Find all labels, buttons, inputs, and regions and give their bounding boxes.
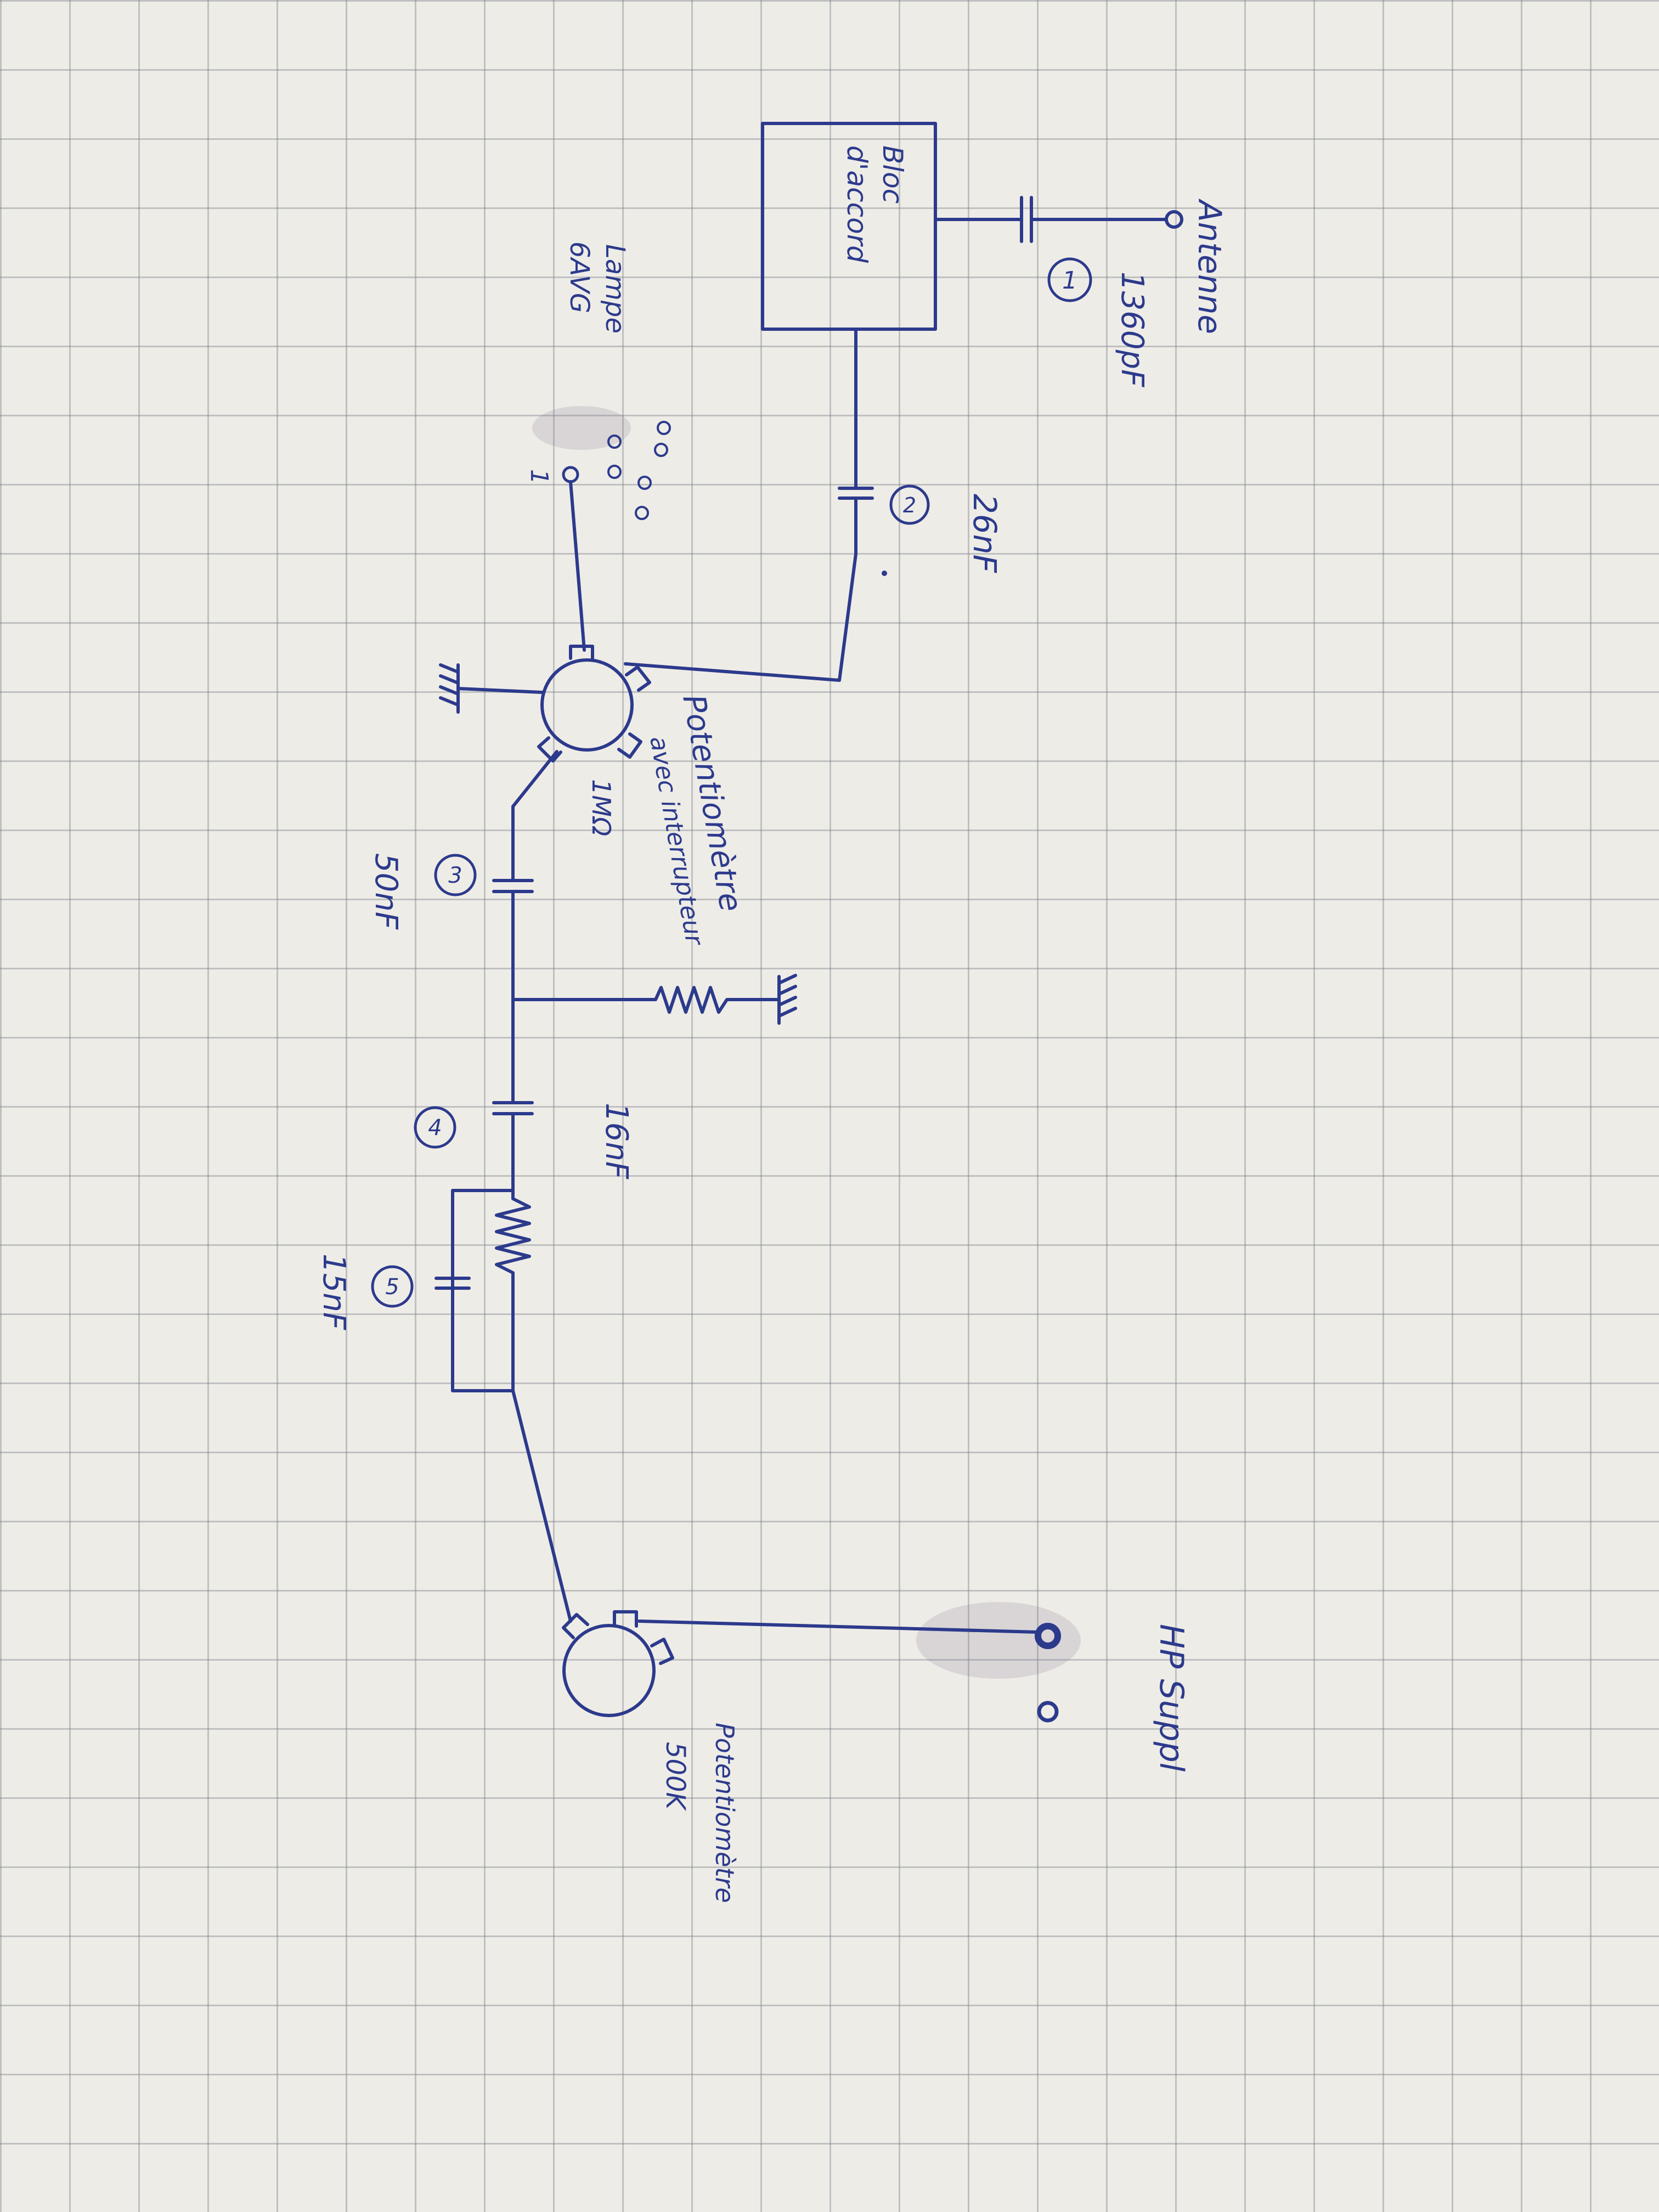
hp-label: HP Suppl xyxy=(1152,1624,1190,1772)
c5-number-badge: 5 xyxy=(371,1265,414,1308)
antenna-terminal xyxy=(1118,210,1183,229)
lampe-pin-label: 1 xyxy=(525,469,553,484)
ground-symbol xyxy=(777,974,797,1025)
ink-dot xyxy=(882,571,887,576)
hp-terminal-2 xyxy=(1037,1701,1059,1723)
bloc-label-line1: Bloc xyxy=(877,145,909,204)
capacitor-c3 xyxy=(492,879,534,1104)
lampe-label-line2: 6AVG xyxy=(564,241,595,313)
potentiometer-2 xyxy=(562,1610,1039,1717)
paper-smudge xyxy=(916,1602,1081,1679)
ground-symbol xyxy=(439,663,460,714)
wire-to-pot2 xyxy=(511,1389,572,1623)
resistor-series xyxy=(495,1189,531,1392)
c3-value-label: 50nF xyxy=(368,853,404,930)
c5-number: 5 xyxy=(385,1274,399,1300)
c4-value-label: 16nF xyxy=(599,1103,634,1180)
pot1-value-label: 1MΩ xyxy=(586,779,616,836)
wire-tube-to-pot1 xyxy=(569,480,586,652)
wire-pot1-to-c3 xyxy=(511,750,558,882)
lampe-label-line1: Lampe xyxy=(600,244,630,334)
c1-value-label: 1360pF xyxy=(1114,272,1150,387)
capacitor-c1 xyxy=(934,196,1121,243)
antenne-label: Antenne xyxy=(1191,198,1228,334)
pot2-label: Potentiomètre xyxy=(710,1723,740,1903)
c1-number-badge: 1 xyxy=(1047,257,1092,302)
c1-number: 1 xyxy=(1062,267,1077,295)
capacitor-c5-bridge xyxy=(451,1189,515,1392)
c3-number-badge: 3 xyxy=(434,854,477,896)
tuning-block xyxy=(761,122,937,331)
c4-number: 4 xyxy=(428,1115,442,1141)
c3-number: 3 xyxy=(448,863,462,888)
hp-terminal-1 xyxy=(1035,1623,1061,1649)
capacitor-c4 xyxy=(492,1101,534,1192)
potentiometer-1 xyxy=(456,645,651,763)
paper-smudge xyxy=(532,406,631,450)
resistor-shunt xyxy=(511,986,781,1014)
c2-number-badge: 2 xyxy=(889,484,930,525)
c2-value-label: 26nF xyxy=(966,494,1003,574)
pot2-value-label: 500K xyxy=(660,1742,691,1812)
c4-number-badge: 4 xyxy=(414,1106,456,1149)
bloc-label-line2: d'accord xyxy=(841,145,873,263)
wire-block-to-c2 xyxy=(624,328,874,682)
c5-value-label: 15nF xyxy=(316,1254,352,1330)
c2-number: 2 xyxy=(903,493,916,517)
capacitor-c5 xyxy=(435,1277,471,1290)
